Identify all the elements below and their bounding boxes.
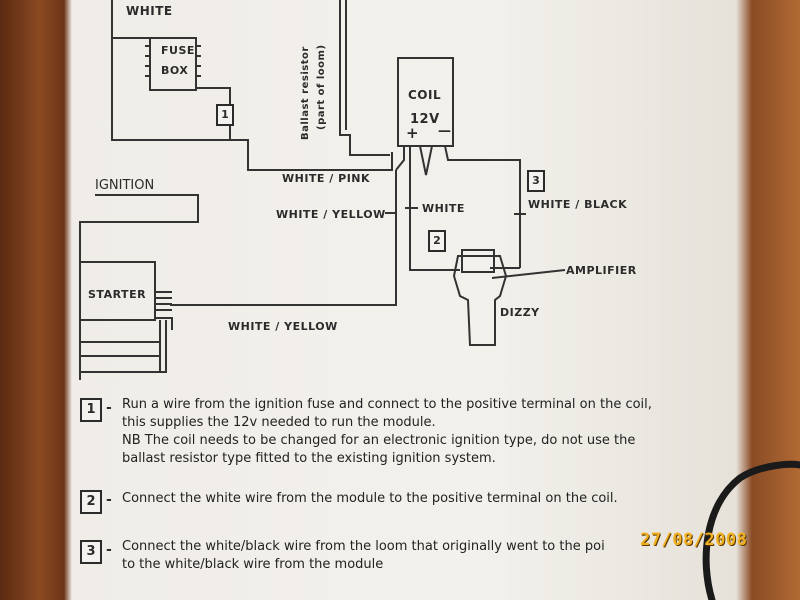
- note-1-line-4: ballast resistor type fitted to the exis…: [122, 451, 496, 466]
- label-white-pink: WHITE / PINK: [282, 172, 371, 185]
- wire-white-module: [409, 160, 460, 271]
- label-white-black: WHITE / BLACK: [528, 198, 628, 211]
- photo-timestamp: 27/08/2008: [640, 530, 748, 550]
- starter-terminal: [80, 320, 167, 373]
- note-1-line-1: Run a wire from the ignition fuse and co…: [122, 397, 652, 412]
- marker-1: 1: [216, 104, 234, 126]
- label-fuse: FUSE: [161, 44, 195, 57]
- wire-white-pink: [230, 139, 393, 171]
- note-3-number: 3: [80, 540, 102, 564]
- note-3-line-2: to the white/black wire from the module: [122, 557, 384, 572]
- marker-2: 2: [428, 230, 446, 252]
- label-amplifier: AMPLIFIER: [566, 264, 637, 277]
- label-white-mid: WHITE: [422, 202, 465, 215]
- starter-connectors: [155, 291, 172, 311]
- wire-white-yellow-1: [170, 170, 397, 306]
- label-white-yellow-2: WHITE / YELLOW: [228, 320, 338, 333]
- wire-white-yellow-2: [155, 317, 173, 330]
- label-white-top: WHITE: [126, 4, 173, 18]
- note-2-number: 2: [80, 490, 102, 514]
- note-1-number: 1: [80, 398, 102, 422]
- fuse-pins-right: [196, 45, 201, 77]
- note-1-line-2: this supplies the 12v needed to run the …: [122, 415, 436, 430]
- note-1-dash: -: [106, 400, 112, 416]
- label-box: BOX: [161, 64, 189, 77]
- note-3-line-1: Connect the white/black wire from the lo…: [122, 539, 605, 554]
- label-ignition: IGNITION: [95, 178, 155, 193]
- note-1-line-3: NB The coil needs to be changed for an e…: [122, 433, 636, 448]
- label-white-yellow-1: WHITE / YELLOW: [276, 208, 386, 221]
- label-coil-minus: —: [438, 124, 452, 139]
- marker-3: 3: [527, 170, 545, 192]
- note-3-dash: -: [106, 542, 112, 558]
- note-2-dash: -: [106, 492, 112, 508]
- coil-terminal-plus: [395, 146, 411, 171]
- coil-box: [397, 57, 454, 147]
- label-coil: COIL: [408, 88, 442, 102]
- label-coil-plus: +: [406, 124, 420, 142]
- fuse-pins-left: [145, 45, 150, 77]
- wire-white-top: [111, 0, 230, 141]
- amplifier-unit: [461, 249, 495, 273]
- bottom-lines: [80, 341, 160, 357]
- label-dizzy: DIZZY: [500, 306, 540, 319]
- fuse-box: [149, 37, 197, 91]
- ballast-resistor: [339, 0, 390, 156]
- cable-curve: [702, 460, 800, 600]
- note-2-line-1: Connect the white wire from the module t…: [122, 491, 618, 506]
- wire-ignition: [79, 194, 199, 380]
- amplifier-pointer: [491, 269, 566, 279]
- label-starter: STARTER: [88, 288, 147, 301]
- dizzy-body: [452, 255, 508, 346]
- coil-center-post: [419, 145, 433, 176]
- label-coil-voltage: 12V: [410, 112, 440, 127]
